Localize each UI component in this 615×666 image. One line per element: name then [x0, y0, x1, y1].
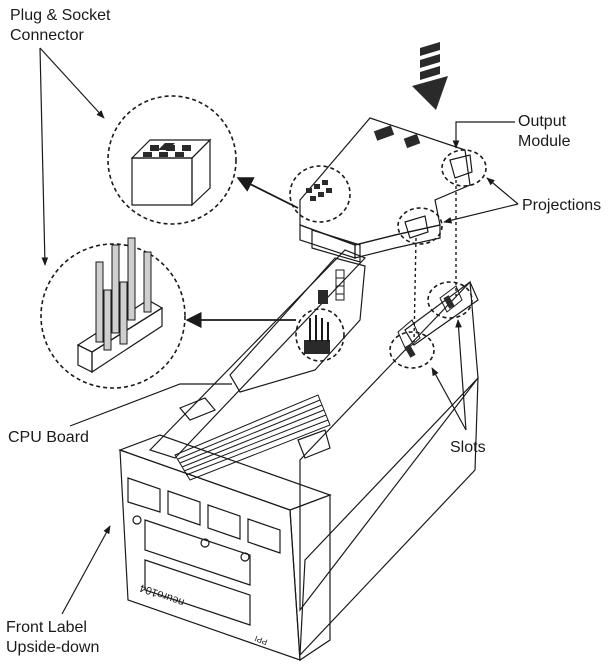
- projection-lower-highlight: [397, 207, 443, 245]
- module-socket-block: [311, 229, 361, 263]
- guide-line-left: [413, 237, 417, 343]
- enclosure-housing: [148, 249, 479, 657]
- pin-header-highlight: [295, 308, 345, 362]
- projection-lower: [404, 215, 429, 239]
- leader-output-module: [452, 121, 515, 149]
- leader-front-label: [61, 525, 111, 615]
- label-plug-socket: Plug & Socket Connector: [10, 7, 111, 44]
- label-plug-socket-line2: Connector: [10, 27, 84, 44]
- socket-zoom-callout: [107, 95, 237, 225]
- led-indicator-2: [200, 538, 210, 548]
- label-plug-socket-line1: Plug & Socket: [10, 7, 111, 24]
- front-panel-brand-text: neuro104: [138, 581, 186, 608]
- front-panel-model-mark: PPI: [253, 634, 268, 647]
- slot-left-highlight: [389, 331, 435, 369]
- leader-projections-1: [486, 177, 519, 205]
- socket-block-icon: [130, 138, 212, 207]
- leader-plug-socket-2: [39, 47, 49, 266]
- label-output-module-line2: Module: [518, 133, 571, 150]
- insertion-arrow-icon: [412, 42, 448, 110]
- projection-right: [449, 154, 473, 179]
- plug-zoom-callout: [40, 237, 186, 389]
- leader-plug-socket-1: [39, 47, 105, 119]
- slot-right-highlight: [427, 281, 473, 319]
- label-cpu-board: CPU Board: [8, 429, 89, 446]
- slot-right: [443, 295, 455, 309]
- label-output-module-line1: Output: [518, 113, 567, 130]
- leader-projections-2: [443, 203, 519, 224]
- leader-slots-1: [431, 367, 467, 431]
- label-front-label-line1: Front Label: [6, 619, 87, 636]
- plug-pin-header-icon: [76, 237, 164, 374]
- slot-left: [404, 344, 416, 358]
- front-panel: neuro104 PPI: [118, 434, 332, 662]
- leader-cpu-board: [69, 383, 232, 427]
- label-slots: Slots: [450, 439, 486, 456]
- cpu-board: [229, 257, 366, 393]
- cpu-board-connector: [318, 269, 345, 304]
- label-front-label: Front Label Upside-down: [6, 619, 99, 656]
- label-output-module: Output Module: [518, 113, 571, 150]
- cpu-board-pin-header: [304, 315, 330, 354]
- label-front-label-line2: Upside-down: [6, 639, 99, 656]
- module-socket-pins: [306, 180, 332, 201]
- label-projections: Projections: [522, 197, 601, 214]
- leader-slots-2: [455, 319, 467, 431]
- led-indicator-1: [132, 515, 142, 525]
- output-module: [289, 117, 487, 263]
- projection-right-highlight: [441, 149, 487, 187]
- module-socket-highlight: [289, 165, 351, 223]
- socket-callout-arrow: [236, 177, 299, 209]
